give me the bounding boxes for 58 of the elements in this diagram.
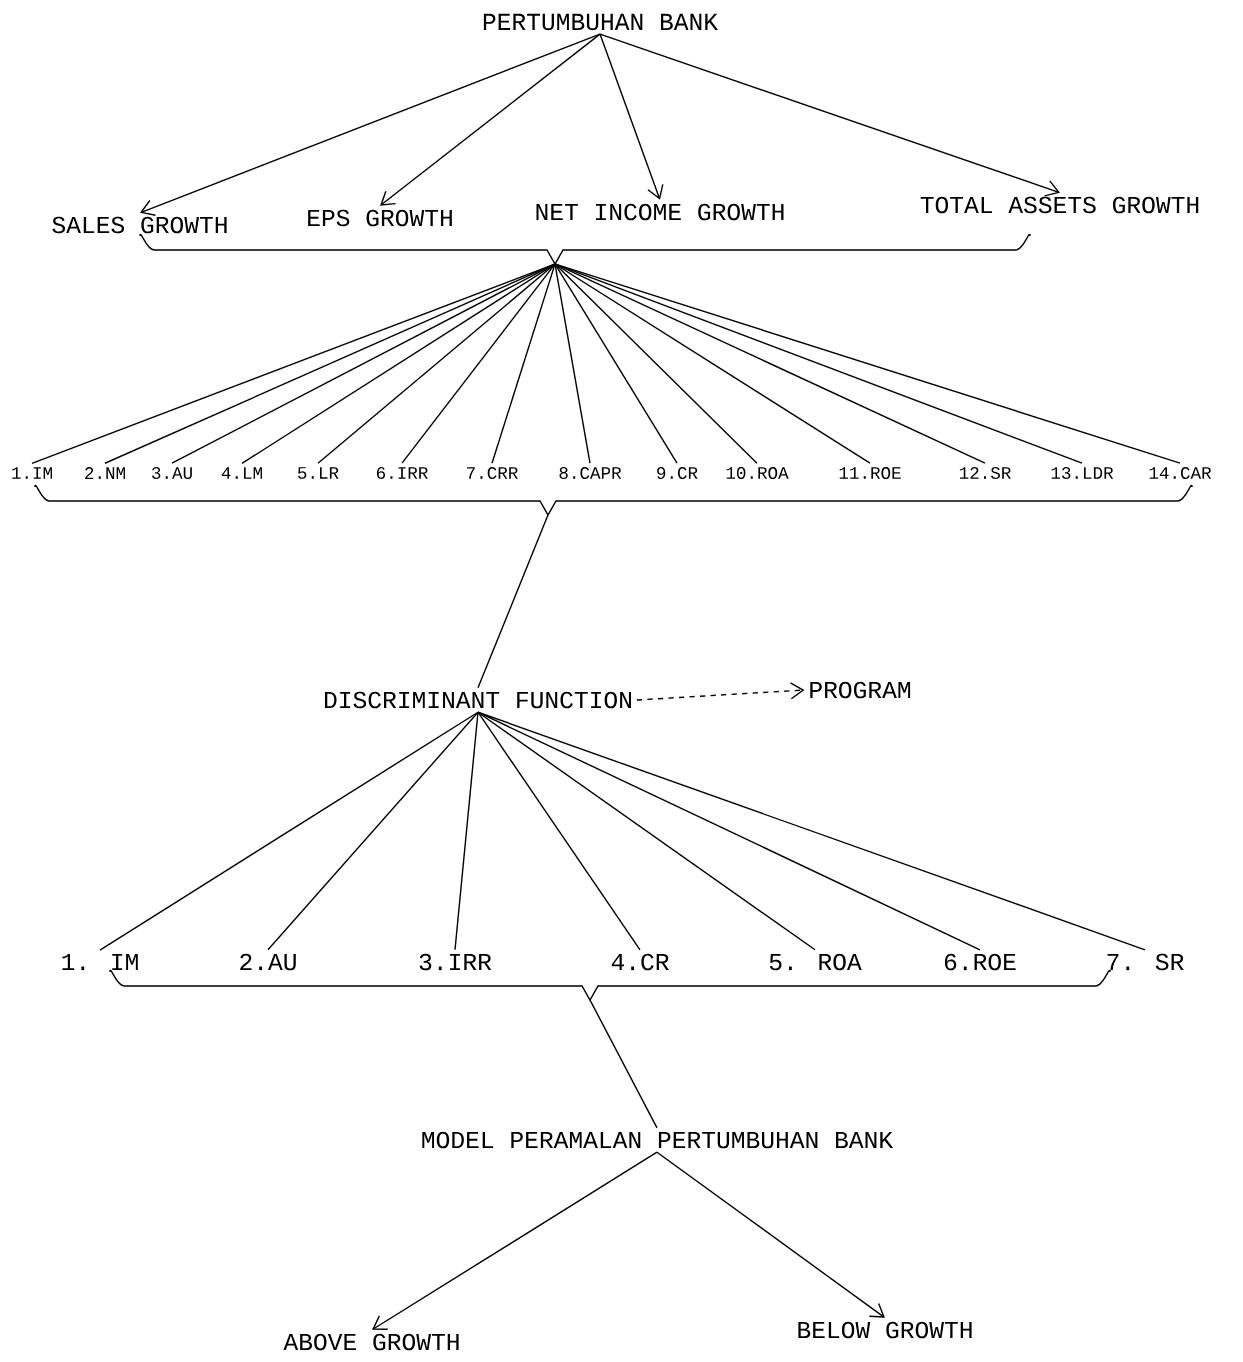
node-label: 2.NM: [85, 467, 125, 479]
node-label: 7. SR: [1107, 953, 1184, 971]
node-label: 12.SR: [959, 467, 1011, 479]
node-label: 3.IRR: [419, 953, 492, 971]
connector-line: [401, 263, 556, 464]
arrow: [656, 1151, 885, 1318]
connector-line: [554, 263, 591, 464]
connector-line: [554, 263, 871, 464]
node-label: 11.ROE: [839, 467, 901, 479]
connector-line: [477, 711, 1146, 951]
node-label: 5. ROA: [769, 953, 862, 971]
node-label: ABOVE GROWTH: [283, 1333, 459, 1351]
brace: [34, 484, 1193, 516]
arrow: [380, 33, 601, 206]
node-label: 5.LR: [298, 467, 339, 479]
connector-line: [477, 514, 549, 689]
brace: [109, 969, 1111, 1001]
node-label: PROGRAM: [810, 681, 911, 699]
node-label: 9.CR: [657, 467, 698, 479]
node-label: TOTAL ASSETS GROWTH: [920, 196, 1199, 214]
brace: [139, 233, 1031, 265]
node-label: NET INCOME GROWTH: [536, 203, 784, 221]
connector-line: [589, 999, 658, 1129]
node-label: 10.ROA: [726, 467, 789, 479]
connector-line: [267, 711, 479, 951]
node-label: 1.IM: [12, 467, 52, 479]
node-label: 8.CAPR: [559, 467, 622, 479]
arrow: [599, 33, 664, 200]
node-label: SALES GROWTH: [52, 216, 227, 234]
node-label: PERTUMBUHAN BANK: [483, 13, 719, 31]
node-label: 1. IM: [62, 953, 138, 971]
node-label: BELOW GROWTH: [798, 1321, 972, 1339]
connector-line: [554, 263, 758, 464]
connector-line: [99, 711, 479, 951]
node-label: 6.IRR: [376, 467, 428, 479]
arrow: [599, 33, 1060, 197]
node-label: DISCRIMINANT FUNCTION: [324, 691, 631, 709]
arrow: [140, 33, 601, 216]
connector-line: [554, 263, 678, 464]
connector-line: [477, 711, 981, 951]
connector-line: [477, 711, 641, 951]
connector-line: [554, 263, 1181, 464]
node-label: 4.CR: [611, 953, 669, 971]
node-label: 7.CRR: [467, 467, 518, 479]
arrow: [372, 1151, 658, 1331]
connector-line: [477, 711, 816, 951]
arrow: [636, 682, 805, 701]
node-label: 14.CAR: [1149, 467, 1212, 479]
node-label: 3.AU: [152, 467, 192, 479]
node-label: 13.LDR: [1051, 467, 1114, 479]
node-label: EPS GROWTH: [308, 209, 452, 227]
node-label: 6.ROE: [944, 953, 1016, 971]
connector-line: [317, 263, 556, 464]
node-label: 2.AU: [240, 953, 296, 971]
node-label: MODEL PERAMALAN PERTUMBUHAN BANK: [422, 1131, 894, 1149]
connector-line: [491, 263, 556, 464]
node-label: 4.LM: [221, 467, 262, 479]
connector-line: [454, 711, 479, 951]
